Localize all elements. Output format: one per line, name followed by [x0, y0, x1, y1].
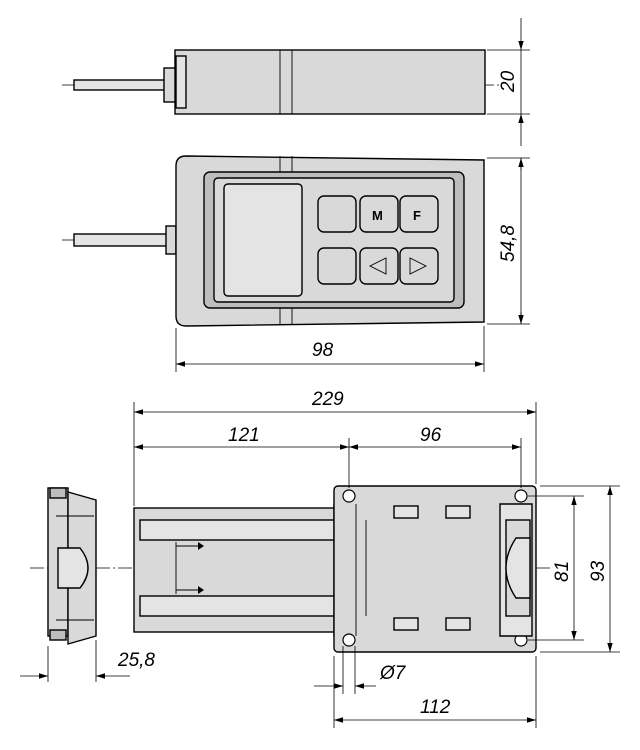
dim-profile-depth: 25,8: [20, 640, 155, 682]
right-arrow-icon: [409, 257, 428, 275]
right-arrow-key: [399, 247, 439, 285]
mode-key-label: M: [372, 208, 383, 223]
dim-front-width: 98: [175, 326, 485, 372]
mounting-hole-tl: [342, 489, 356, 503]
holder-plan-view: [118, 485, 550, 653]
dim-label-plate-width: 112: [420, 697, 451, 718]
dim-label-length-left: 121: [228, 425, 260, 446]
mounting-hole-bl: [342, 633, 356, 647]
mounting-hole-tr: [514, 489, 528, 503]
dim-label-front-width: 98: [312, 340, 334, 361]
device-keypad: M F: [317, 195, 439, 285]
dim-plate-heights: 81 93: [528, 485, 620, 653]
dim-label-plate-outer-height: 93: [588, 560, 609, 582]
dim-total-length: 229: [133, 389, 537, 506]
dim-hole-diameter: Ø7: [314, 646, 407, 694]
dim-side-height: 20: [487, 18, 530, 146]
left-arrow-icon: [368, 257, 387, 275]
device-front-view: [62, 155, 485, 327]
device-side-view: [62, 49, 500, 115]
blank-key-top: [317, 195, 357, 233]
function-key: [399, 195, 439, 233]
mode-key: [359, 195, 399, 233]
dim-length-split: 121 96: [134, 425, 522, 488]
dim-label-total-length: 229: [311, 389, 344, 410]
function-key-label: F: [413, 208, 421, 223]
dim-label-hole-diameter: Ø7: [379, 663, 407, 684]
blank-key-bottom: [317, 247, 357, 285]
dim-label-plate-inner-height: 81: [552, 561, 573, 582]
dim-label-side-height: 20: [498, 70, 519, 93]
dim-label-front-height: 54,8: [498, 225, 519, 262]
dim-label-profile-depth: 25,8: [117, 650, 155, 671]
dim-label-length-right: 96: [420, 425, 442, 446]
left-arrow-key: [359, 247, 399, 285]
dim-front-height: 54,8: [487, 157, 530, 325]
dim-plate-width: 112: [333, 656, 537, 728]
holder-profile-view: [30, 487, 118, 645]
